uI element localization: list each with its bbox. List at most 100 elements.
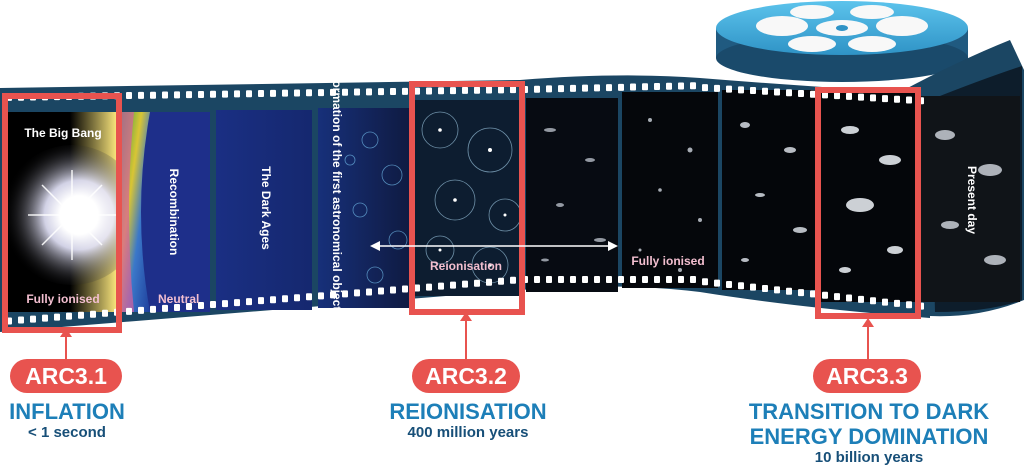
- label-reionisation: Reionisation: [430, 259, 502, 273]
- perforation-hole: [366, 88, 372, 96]
- label-big-bang: The Big Bang: [24, 126, 101, 140]
- perforation-hole: [894, 95, 900, 103]
- perforation-hole: [66, 312, 72, 320]
- perforation-hole: [654, 276, 660, 283]
- perforation-hole: [510, 276, 516, 284]
- perforation-hole: [486, 86, 492, 94]
- perforation-hole: [426, 283, 432, 291]
- frame-reionisation: [414, 100, 522, 296]
- perforation-hole: [126, 92, 132, 100]
- perforation-hole: [210, 90, 216, 98]
- perforation-hole: [354, 289, 360, 297]
- perforation-hole: [186, 302, 192, 310]
- perforation-hole: [330, 291, 336, 299]
- perforation-hole: [870, 297, 876, 305]
- perforation-hole: [318, 292, 324, 300]
- perforation-hole: [450, 281, 456, 289]
- perforation-hole: [786, 89, 792, 97]
- perforation-hole: [630, 276, 636, 283]
- caption-inflation-subtitle: < 1 second: [28, 424, 106, 441]
- perforation-hole: [618, 83, 624, 91]
- perforation-hole: [726, 280, 732, 288]
- perforation-hole: [438, 87, 444, 95]
- arrow-head-arc33: [862, 318, 874, 327]
- perforation-hole: [822, 91, 828, 99]
- caption-dark-energy-title-line2: ENERGY DOMINATION: [749, 424, 989, 449]
- perforation-hole: [426, 87, 432, 95]
- perforation-hole: [642, 276, 648, 283]
- frame-galaxies-modern: [820, 92, 916, 302]
- perforation-hole: [702, 84, 708, 92]
- perforation-hole: [246, 90, 252, 98]
- perforation-hole: [546, 85, 552, 93]
- perforation-hole: [234, 90, 240, 98]
- perforation-hole: [222, 300, 228, 308]
- label-dark-ages: The Dark Ages: [259, 166, 273, 250]
- perforation-hole: [774, 88, 780, 96]
- perforation-hole: [258, 90, 264, 98]
- perforation-hole: [846, 92, 852, 100]
- perforation-hole: [222, 90, 228, 98]
- perforation-hole: [666, 276, 672, 283]
- perforation-hole: [174, 91, 180, 99]
- perforation-hole: [570, 84, 576, 92]
- perforation-hole: [306, 89, 312, 97]
- perforation-hole: [810, 290, 816, 298]
- label-fully-ionised-right: Fully ionised: [631, 254, 704, 268]
- highlight-frame-arc33: [815, 87, 921, 319]
- perforation-hole: [582, 84, 588, 92]
- label-first-objects: Formation of the first astronomical obje…: [330, 73, 344, 317]
- perforation-hole: [534, 276, 540, 283]
- perforation-hole: [462, 280, 468, 288]
- perforation-hole: [246, 298, 252, 306]
- perforation-hole: [534, 85, 540, 93]
- perforation-hole: [774, 286, 780, 294]
- perforation-hole: [474, 279, 480, 287]
- perforation-hole: [414, 87, 420, 95]
- perforation-hole: [714, 84, 720, 92]
- perforation-hole: [762, 285, 768, 293]
- perforation-hole: [270, 296, 276, 304]
- perforation-hole: [486, 278, 492, 286]
- perforation-hole: [498, 86, 504, 94]
- perforation-hole: [342, 88, 348, 96]
- perforation-hole: [498, 277, 504, 285]
- caption-reionisation-subtitle: 400 million years: [407, 424, 529, 441]
- perforation-hole: [474, 86, 480, 94]
- caption-inflation: INFLATION < 1 second: [0, 399, 134, 442]
- perforation-hole: [18, 316, 24, 324]
- perforation-hole: [726, 85, 732, 93]
- perforation-hole: [798, 289, 804, 297]
- perforation-hole: [42, 314, 48, 322]
- caption-reionisation: REIONISATION 400 million years: [370, 399, 566, 442]
- perforation-hole: [138, 91, 144, 99]
- perforation-hole: [882, 95, 888, 103]
- label-recombination: Recombination: [167, 169, 181, 256]
- arrow-arc33: [867, 322, 869, 360]
- caption-dark-energy-subtitle: 10 billion years: [814, 449, 924, 466]
- perforation-hole: [282, 89, 288, 97]
- perforation-hole: [390, 88, 396, 95]
- perforation-hole: [750, 283, 756, 291]
- perforation-hole: [294, 294, 300, 302]
- perforation-hole: [450, 87, 456, 95]
- perforation-hole: [570, 276, 576, 283]
- frame-recombination: [122, 112, 210, 312]
- perforation-hole: [594, 276, 600, 283]
- perforation-hole: [738, 282, 744, 290]
- badge-arc32: ARC3.2: [412, 359, 520, 393]
- perforation-hole: [834, 92, 840, 100]
- perforation-hole: [510, 86, 516, 94]
- perforation-hole: [126, 307, 132, 315]
- perforation-hole: [690, 276, 696, 283]
- perforation-hole: [318, 89, 324, 97]
- perforation-hole: [762, 87, 768, 95]
- perforation-hole: [546, 276, 552, 283]
- perforation-hole: [198, 302, 204, 310]
- perforation-hole: [162, 304, 168, 312]
- perforation-hole: [618, 276, 624, 283]
- frame-first-objects: [318, 108, 412, 308]
- frame-dark-ages: [216, 110, 312, 310]
- reionisation-span-arrow: [370, 241, 618, 251]
